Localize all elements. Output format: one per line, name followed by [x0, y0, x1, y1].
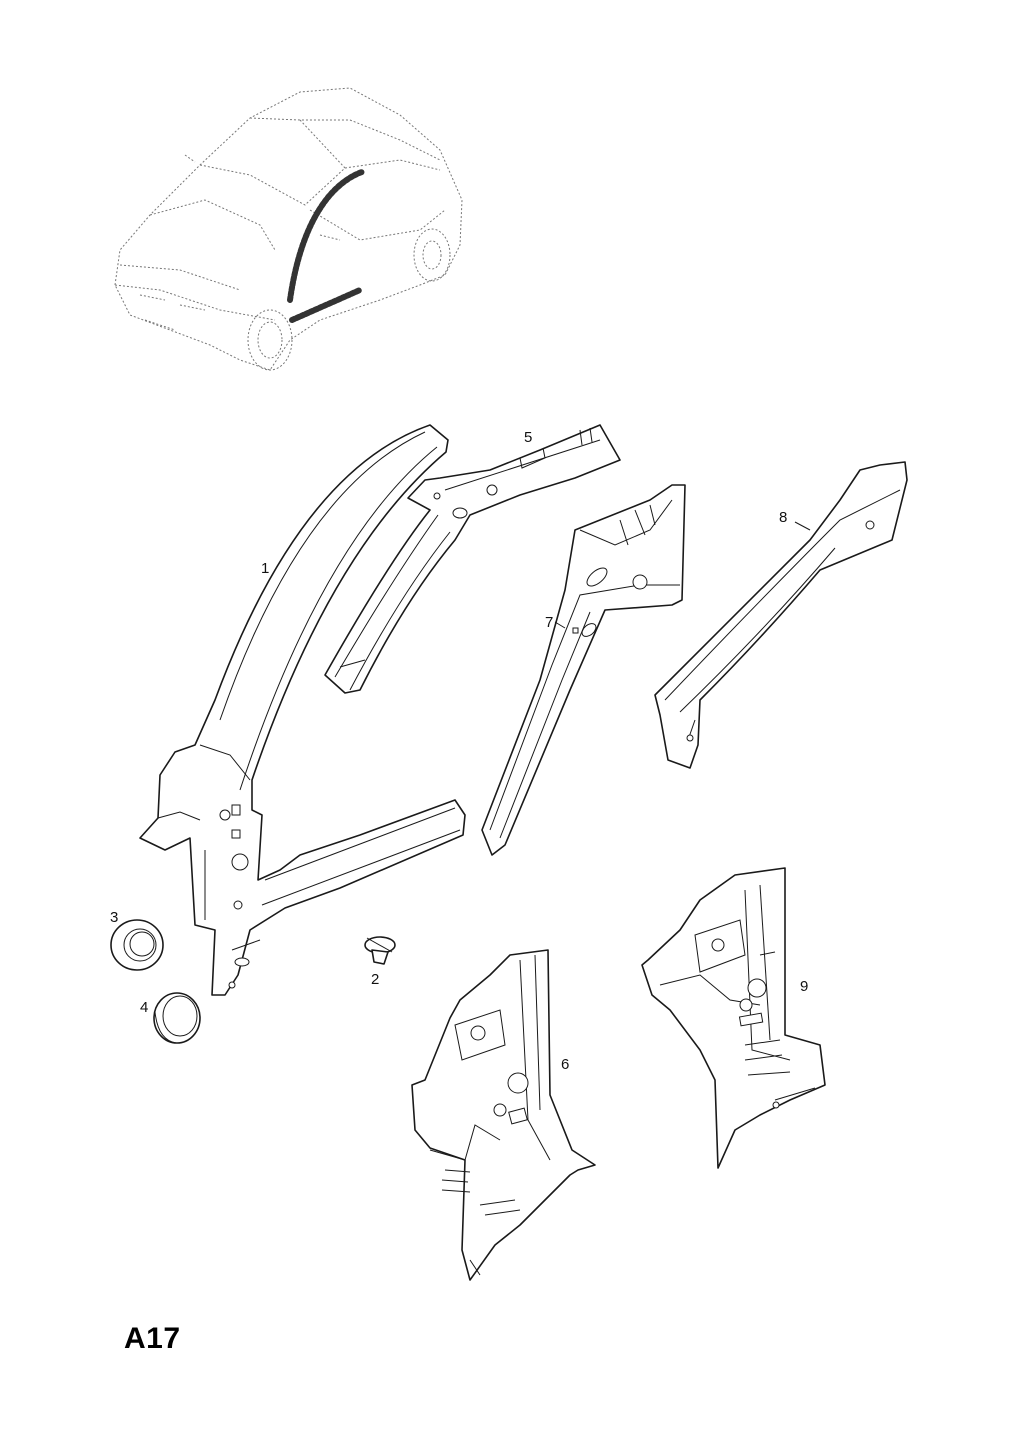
part-4-plug [153, 992, 201, 1044]
callout-5: 5 [524, 429, 533, 446]
callout-7: 7 [545, 614, 554, 631]
callout-4: 4 [140, 999, 149, 1016]
callout-3: 3 [110, 909, 119, 926]
callout-6: 6 [561, 1056, 570, 1073]
part-3-grommet [110, 919, 164, 971]
vehicle-overview [114, 87, 463, 371]
part-8-quarter-inner [654, 461, 908, 769]
part-7-inner-panel [481, 484, 686, 856]
part-6-inner-panel [411, 949, 596, 1281]
callout-2: 2 [371, 971, 380, 988]
page-code: A17 [124, 1322, 181, 1355]
part-5-roof-rail-inner [324, 424, 621, 694]
leader-lines [554, 521, 811, 629]
callout-1: 1 [261, 560, 270, 577]
callout-8: 8 [779, 509, 788, 526]
callout-9: 9 [800, 978, 809, 995]
part-1-a-pillar [139, 424, 466, 996]
part-2-clip [364, 936, 396, 965]
part-9-inner-panel [641, 867, 826, 1169]
